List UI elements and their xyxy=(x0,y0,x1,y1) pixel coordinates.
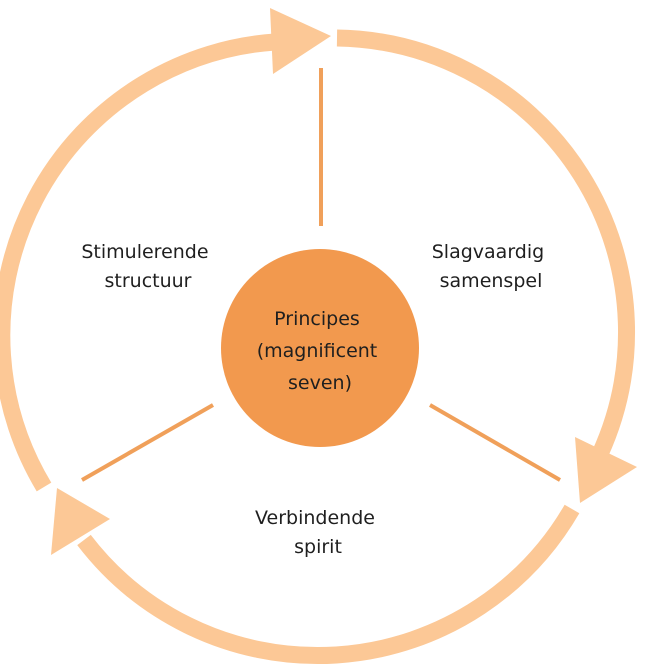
segment-bottom-line-2: spirit xyxy=(294,536,342,558)
segment-right-line-2: samenspel xyxy=(440,270,543,292)
arrowhead-top xyxy=(270,8,331,74)
segment-label-bottom: Verbindende spirit xyxy=(255,507,381,558)
spoke-left xyxy=(81,403,214,482)
center-circle xyxy=(221,249,419,447)
center-label-line-2: (magnificent xyxy=(257,340,378,362)
center-label: Principes (magnificent seven) xyxy=(257,308,384,394)
segment-label-right: Slagvaardig samenspel xyxy=(432,241,551,292)
spoke-right xyxy=(429,403,561,482)
segment-left-line-1: Stimulerende xyxy=(81,241,208,263)
center-label-line-1: Principes xyxy=(274,308,360,330)
segment-bottom-line-1: Verbindende xyxy=(255,507,375,529)
segment-left-line-2: structuur xyxy=(105,270,192,292)
arrowhead-right xyxy=(575,437,637,503)
segment-right-line-1: Slagvaardig xyxy=(432,241,544,263)
ring-arc-bottom xyxy=(77,504,580,665)
segment-label-left: Stimulerende structuur xyxy=(81,241,214,292)
ring-arc-top-left xyxy=(0,33,276,492)
ring-arc-right xyxy=(336,29,636,458)
center-label-line-3: seven) xyxy=(288,372,352,394)
arrowhead-left xyxy=(51,488,110,555)
